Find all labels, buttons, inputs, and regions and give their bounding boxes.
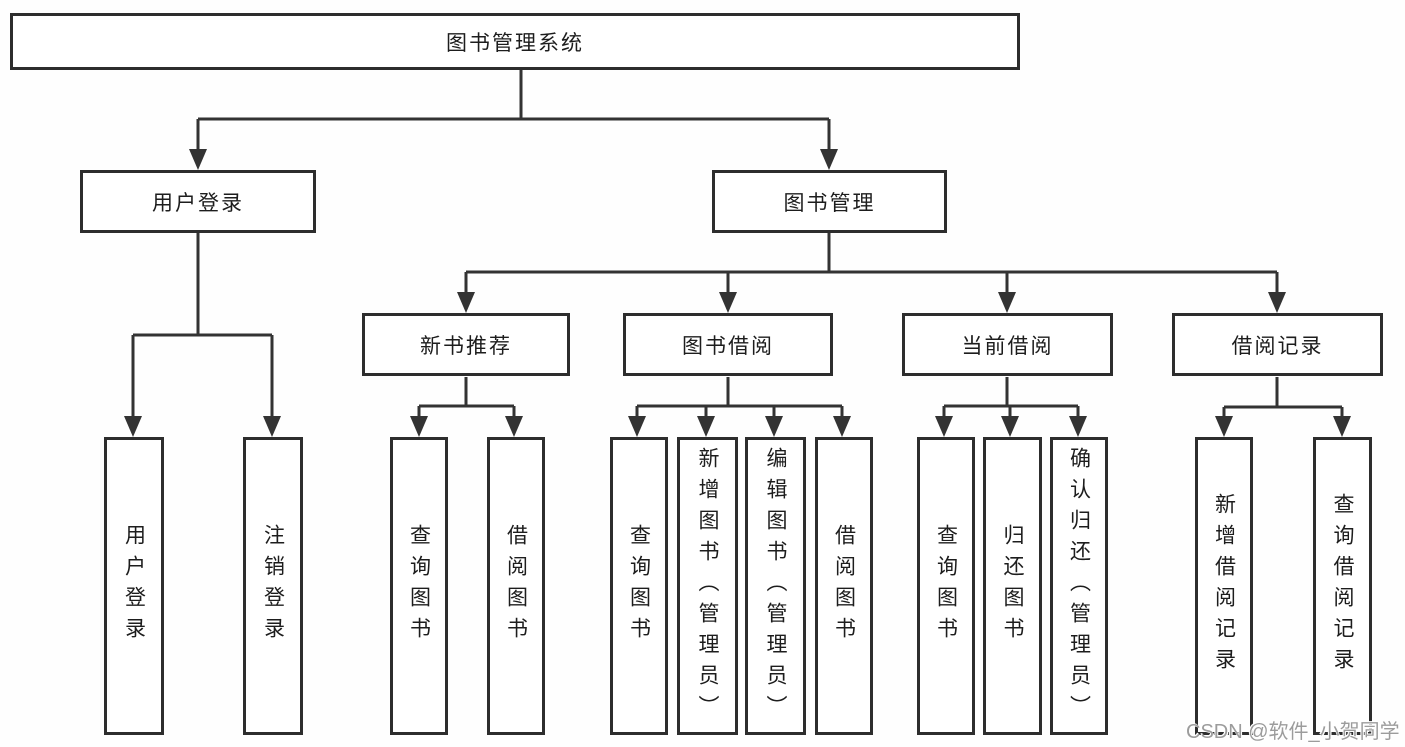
leaf-label: 借阅图书 (504, 524, 528, 648)
leaf-query-books-2: 查询图书 (610, 437, 668, 735)
leaf-label: 新增图书（管理员） (696, 446, 719, 726)
leaf-label: 确认归还（管理员） (1067, 446, 1091, 726)
leaf-label: 注销登录 (261, 524, 285, 648)
leaf-label: 编辑图书（管理员） (764, 446, 787, 726)
leaf-query-borrow-record: 查询借阅记录 (1313, 437, 1372, 735)
arrowheads-group (124, 119, 1351, 437)
node-book-management: 图书管理 (712, 170, 947, 233)
leaf-borrow-books-2: 借阅图书 (815, 437, 873, 735)
watermark: CSDN @软件_小贺同学 (1186, 721, 1400, 743)
leaf-label: 借阅图书 (832, 524, 856, 648)
node-current-borrowing: 当前借阅 (902, 313, 1113, 376)
leaf-label: 查询借阅记录 (1331, 493, 1354, 679)
leaf-add-borrow-record: 新增借阅记录 (1195, 437, 1253, 735)
leaf-label: 归还图书 (1001, 524, 1024, 648)
node-new-book-recommend: 新书推荐 (362, 313, 570, 376)
leaf-return-books: 归还图书 (983, 437, 1042, 735)
node-library-management-system: 图书管理系统 (10, 13, 1020, 70)
leaf-add-books-admin: 新增图书（管理员） (677, 437, 738, 735)
leaf-query-books-1: 查询图书 (390, 437, 448, 735)
leaf-label: 查询图书 (627, 524, 651, 648)
leaf-label: 查询图书 (407, 524, 431, 648)
leaf-label: 新增借阅记录 (1212, 493, 1236, 679)
leaf-user-login: 用户登录 (104, 437, 164, 735)
leaf-label: 用户登录 (122, 524, 146, 648)
leaf-label: 查询图书 (934, 524, 958, 648)
node-borrowing-records: 借阅记录 (1172, 313, 1383, 376)
leaf-logout: 注销登录 (243, 437, 303, 735)
leaf-confirm-return-admin: 确认归还（管理员） (1050, 437, 1108, 735)
leaf-query-books-3: 查询图书 (917, 437, 975, 735)
node-user-login: 用户登录 (80, 170, 316, 233)
leaf-edit-books-admin: 编辑图书（管理员） (745, 437, 806, 735)
leaf-borrow-books-1: 借阅图书 (487, 437, 545, 735)
node-book-borrowing: 图书借阅 (623, 313, 833, 376)
